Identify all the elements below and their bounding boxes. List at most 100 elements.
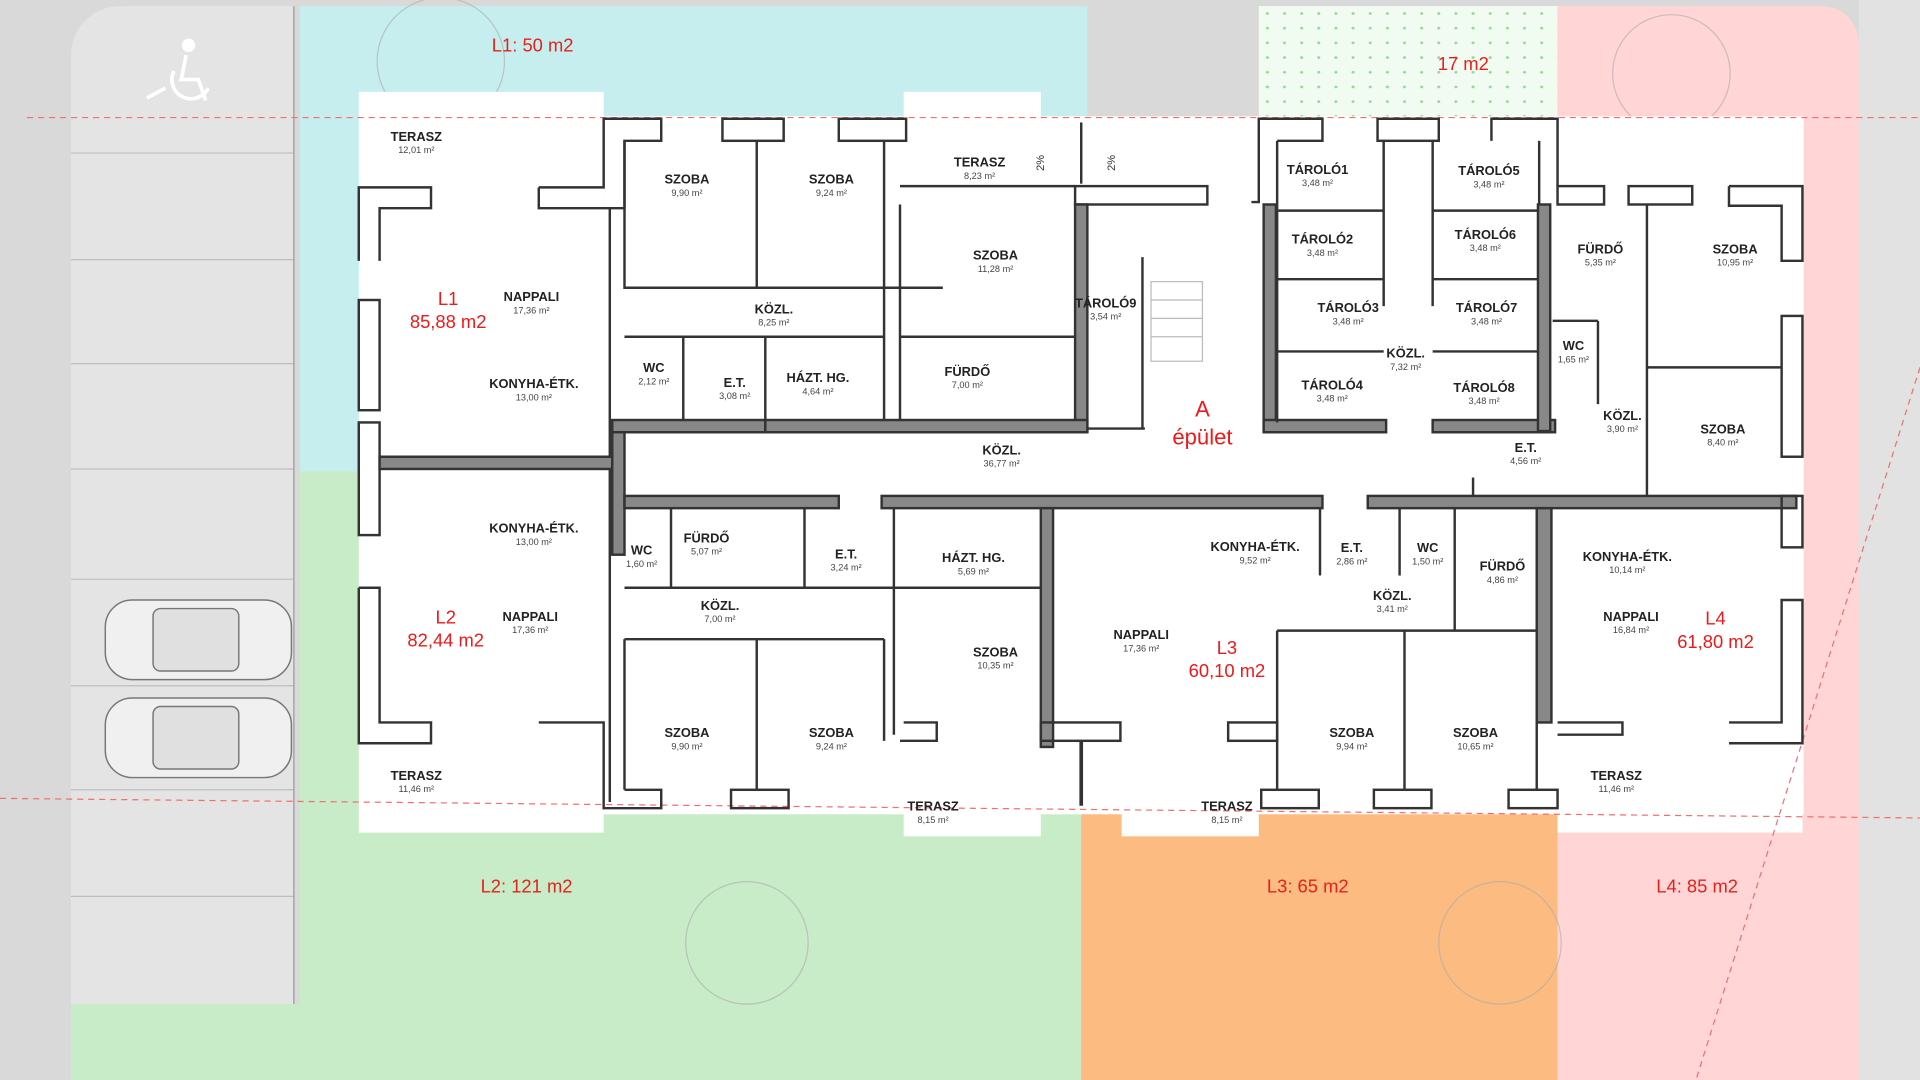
unit-label-L1: L1 85,88 m2 [410,289,487,335]
room-label: KÖZL.8,25 m² [754,302,794,328]
zone-label-L1: L1: 50 m2 [491,35,574,57]
room-name: HÁZT. HG. [942,551,1005,566]
wheelchair-icon [146,38,210,102]
room-name: E.T. [835,547,858,563]
room-name: TERASZ [390,129,443,145]
room-name: TÁROLÓ1 [1286,162,1349,178]
room-area: 7,32 m² [1390,360,1422,372]
room-name: NAPPALI [502,609,558,625]
room-name: KÖZL. [700,598,740,614]
room-area: 3,48 m² [1332,315,1364,327]
room-area: 5,35 m² [1584,256,1616,268]
room-area: 3,48 m² [1473,178,1505,190]
room-name: WC [1562,339,1585,354]
room-name: E.T. [1514,440,1537,456]
building-label-text: épület [1172,424,1233,449]
slope-label: 2% [1034,154,1047,171]
room-label: KONYHA-ÉTK.13,00 m² [489,378,578,402]
zone-L2-strip [71,1004,301,1080]
room-name: SZOBA [973,645,1019,661]
property-lines [0,116,1920,1080]
room-area: 3,48 m² [1470,315,1503,327]
unit-name: L2 [435,607,456,629]
room-name: SZOBA [973,248,1019,264]
right-road [1858,0,1920,1080]
room-name: WC [1417,541,1439,556]
room-area: 8,23 m² [964,169,996,181]
room-area: 3,24 m² [830,561,862,573]
room-label: KÖZL.7,00 m² [700,598,740,624]
room-area: 2,86 m² [1336,555,1368,567]
room-area: 10,95 m² [1716,256,1754,268]
room-name: TÁROLÓ3 [1317,301,1379,316]
walls [357,117,1804,810]
room-area: 8,40 m² [1707,436,1739,448]
zone-label-L4: L4: 85 m2 [1656,876,1738,898]
room-name: SZOBA [1329,726,1375,741]
room-area: 7,00 m² [704,612,736,624]
room-area: 17,36 m² [1123,642,1160,654]
room-area: 16,84 m² [1612,623,1650,635]
room-name: TERASZ [953,155,1006,171]
room-area: 9,94 m² [1336,740,1368,752]
room-area: 8,25 m² [758,316,790,328]
room-area: 13,00 m² [515,535,553,547]
room-area: 3,48 m² [1469,241,1501,253]
room-area: 9,24 m² [815,186,848,198]
room-name: KÖZL. [1372,588,1412,604]
room-label: KÖZL.36,77 m² [982,444,1021,468]
room-area: 3,48 m² [1468,394,1500,406]
room-name: KÖZL. [754,302,794,318]
room-area: 17,36 m² [513,304,550,316]
room-name: FÜRDŐ [1479,559,1526,575]
room-area: 9,24 m² [815,740,848,752]
room-label: E.T.3,24 m² [830,547,862,573]
room-name: NAPPALI [503,290,560,305]
room-name: TÁROLÓ7 [1455,301,1518,316]
parking-area [71,6,294,1080]
unit-label-L3: L3 60,10 m2 [1189,638,1266,684]
room-name: TÁROLÓ6 [1454,227,1517,243]
room-area: 9,90 m² [671,740,703,752]
unit-area: 85,88 m2 [409,311,487,333]
room-area: 4,86 m² [1486,573,1519,585]
unit-name: L4 [1705,608,1726,630]
room-area: 13,00 m² [515,391,553,403]
room-area: 10,14 m² [1609,563,1646,575]
room-area: 3,08 m² [719,390,751,402]
room-name: SZOBA [664,172,710,188]
room-area: 2,12 m² [638,375,670,387]
room-area: 9,52 m² [1239,554,1271,566]
room-label: KÖZL.3,41 m² [1373,590,1412,614]
room-area: 10,65 m² [1457,740,1494,752]
room-name: KÖZL. [1603,408,1642,424]
zone-label-L3: L3: 65 m2 [1266,876,1349,898]
room-name: KONYHA-ÉTK. [1210,540,1300,555]
room-area: 11,28 m² [977,262,1014,274]
room-name: FÜRDŐ [683,531,730,547]
room-area: 3,90 m² [1606,423,1639,435]
room-name: HÁZT. HG. [786,371,850,386]
zone-label-common: 17 m2 [1437,53,1489,75]
slope-label: 2% [1105,154,1118,171]
room-name: SZOBA [1453,726,1499,741]
